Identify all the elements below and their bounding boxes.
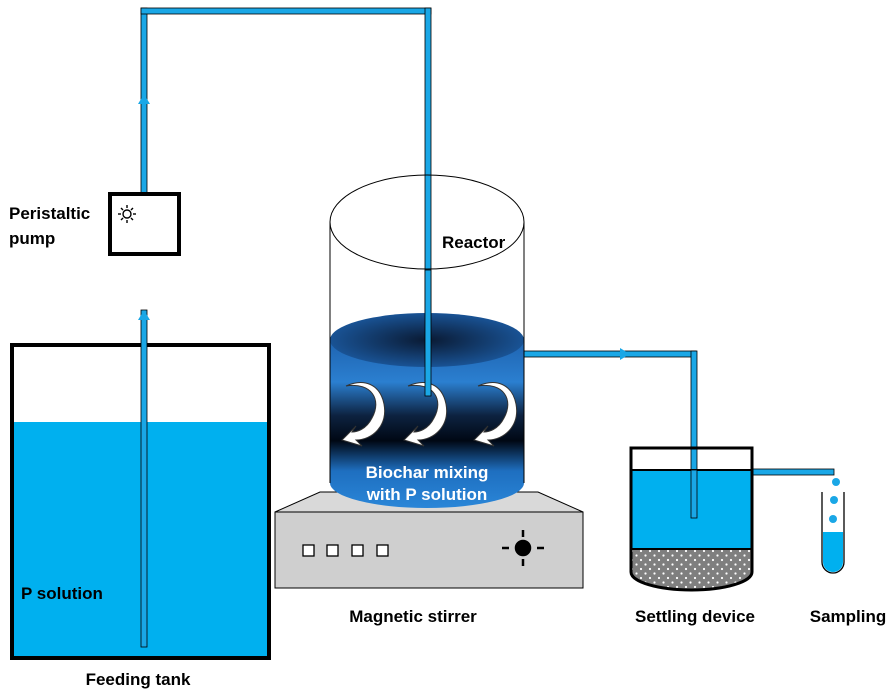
label-peristaltic-line1: Peristaltic: [9, 204, 90, 223]
label-biochar-line1: Biochar mixing: [366, 463, 489, 482]
stirrer-buttons: [302, 544, 389, 557]
feeding-tank-outline: [10, 343, 271, 660]
pump-body: [108, 192, 181, 256]
sampling-tube: [821, 478, 845, 574]
sampling-drop-2: [830, 496, 838, 504]
settling-outlet-tube: [751, 468, 835, 476]
label-biochar-line2: with P solution: [366, 485, 488, 504]
reactor: [329, 174, 525, 508]
reactor-outlet-tube: [523, 350, 697, 358]
peristaltic-pump: [108, 192, 181, 256]
swirl-icon-2: [403, 382, 448, 447]
label-settling-device: Settling device: [635, 607, 755, 626]
top-tube: [140, 7, 432, 15]
sampling-liquid: [823, 532, 843, 572]
label-feeding-tank: Feeding tank: [86, 670, 191, 689]
reactor-liquid: [330, 340, 524, 508]
feed-tube-lower: [140, 309, 148, 648]
stirrer-button-1: [302, 544, 315, 557]
feeding-tank: [10, 343, 271, 660]
reactor-rim: [329, 174, 525, 270]
label-magnetic-stirrer: Magnetic stirrer: [349, 607, 477, 626]
flow-arrows: [138, 94, 630, 360]
settling-sediment: [631, 549, 752, 590]
sampling-drop-3: [829, 515, 837, 523]
stirrer-button-4: [376, 544, 389, 557]
stirrer-button-2: [326, 544, 339, 557]
stirrer-button-3: [351, 544, 364, 557]
feeding-tank-liquid: [14, 422, 267, 656]
flow-arrow-up-lower: [138, 310, 150, 320]
label-reactor: Reactor: [442, 233, 506, 252]
stirrer-knob-icon: [502, 530, 544, 566]
swirl-icon-3: [473, 382, 518, 447]
stirrer-body: [274, 511, 584, 589]
label-sampling: Sampling: [810, 607, 887, 626]
label-p-solution: P solution: [21, 584, 103, 603]
flow-arrow-up-upper: [138, 94, 150, 104]
flow-arrow-right: [620, 348, 630, 360]
sampling-drop-1: [832, 478, 840, 486]
mixing-swirl-icons: [341, 382, 518, 447]
swirl-icon-1: [341, 382, 386, 447]
label-peristaltic-line2: pump: [9, 229, 55, 248]
settling-outline: [629, 446, 754, 592]
settling-device: [629, 446, 754, 592]
reactor-inlet-tube-inner: [424, 269, 432, 397]
pump-rotor-icon: [118, 205, 136, 223]
